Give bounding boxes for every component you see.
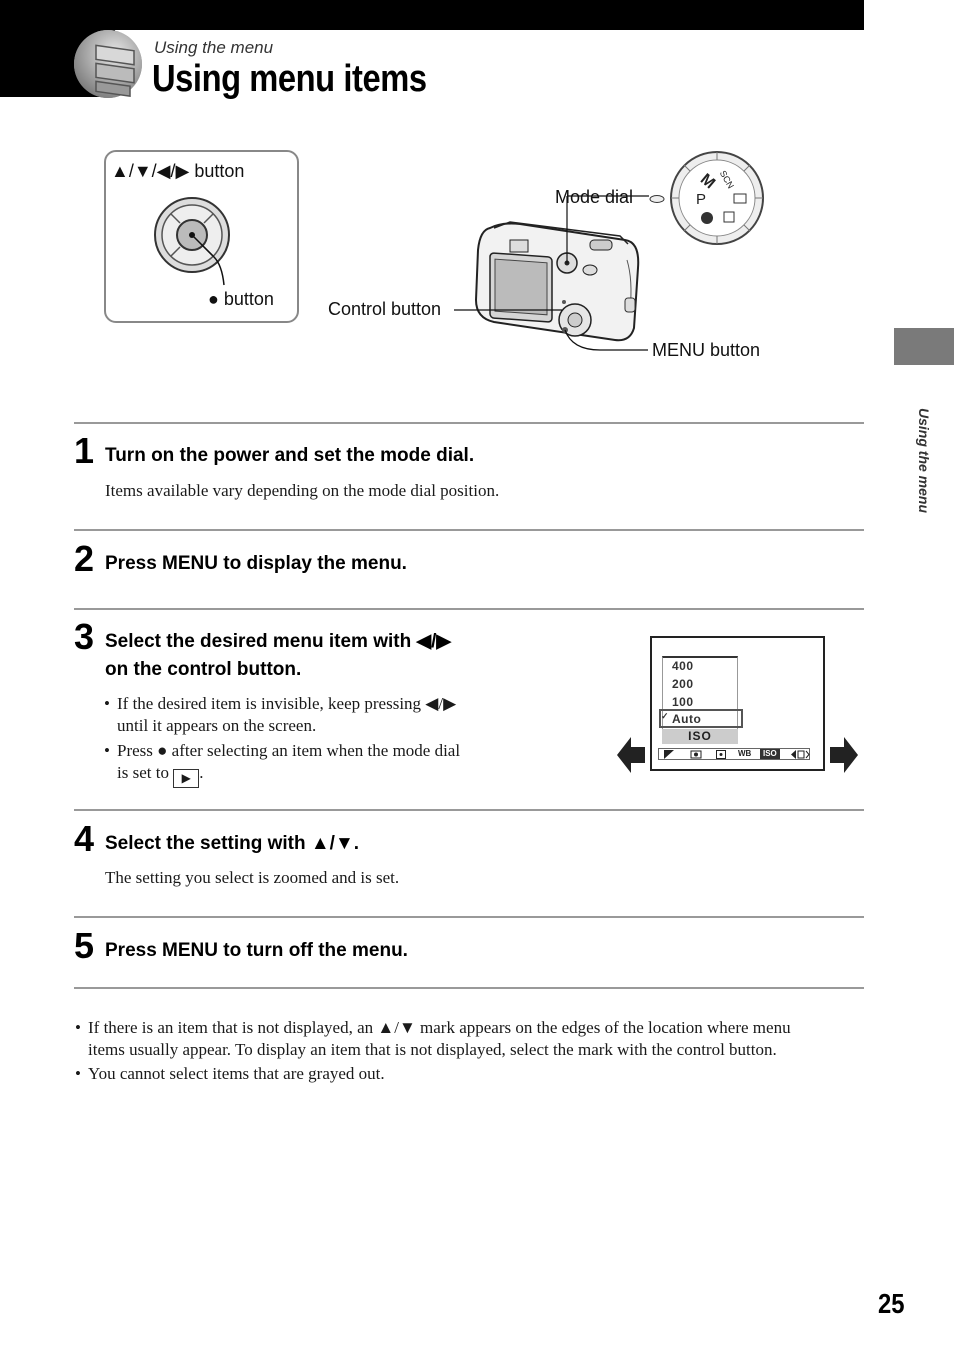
focus-icon xyxy=(690,750,702,759)
divider xyxy=(74,529,864,531)
side-tab-label: Using the menu xyxy=(916,408,932,514)
image-quality-icon xyxy=(791,750,810,759)
step-1-number: 1 xyxy=(74,430,95,471)
iso-options-list xyxy=(662,656,738,744)
note-line: items usually appear. To display an item… xyxy=(88,1040,777,1059)
control-button-label: Control button xyxy=(328,299,442,319)
page-title: Using menu items xyxy=(152,58,427,100)
exposure-icon xyxy=(664,750,674,759)
page-number: 25 xyxy=(878,1288,905,1319)
divider xyxy=(74,809,864,811)
note-item: • If there is an item that is not displa… xyxy=(75,1018,791,1059)
section-icon xyxy=(74,30,142,98)
side-tab-marker xyxy=(894,328,954,365)
divider xyxy=(74,608,864,610)
step-3-bullet: • If the desired item is invisible, keep… xyxy=(104,694,457,735)
dial-p-text: P xyxy=(696,191,706,208)
step-3-heading-line1: Select the desired menu item with ◀/▶ xyxy=(105,631,451,652)
divider xyxy=(74,987,864,989)
playback-icon: ▶ xyxy=(173,769,200,788)
header-band xyxy=(0,0,864,30)
step-5-heading: Press MENU to turn off the menu. xyxy=(105,940,408,961)
lcd-screen xyxy=(650,636,825,771)
bullet-line: Press ● after selecting an item when the… xyxy=(117,741,461,760)
metering-icon xyxy=(716,750,726,759)
check-icon: ✓ xyxy=(661,711,670,721)
menu-bar xyxy=(658,748,810,760)
step-3-bullet: • Press ● after selecting an item when t… xyxy=(104,740,461,788)
bullet-line: If the desired item is invisible, keep p… xyxy=(117,694,457,713)
menu-bar-item-active: ISO xyxy=(760,749,780,759)
iso-option: Auto xyxy=(672,712,702,726)
iso-selected-option xyxy=(659,709,743,728)
step-4-number: 4 xyxy=(74,818,95,859)
step-1-body: Items available vary depending on the mo… xyxy=(105,481,500,500)
menu-title: ISO xyxy=(662,729,738,744)
divider xyxy=(74,422,864,424)
step-3-number: 3 xyxy=(74,616,95,657)
step-4-body: The setting you select is zoomed and is … xyxy=(105,868,400,887)
note-item: • You cannot select items that are graye… xyxy=(75,1064,385,1083)
iso-option: 100 xyxy=(672,695,694,709)
step-2-number: 2 xyxy=(74,538,95,579)
bullet-line-pre: is set to xyxy=(117,763,169,782)
right-arrow-icon xyxy=(830,737,858,773)
arrow-button-label: ▲/▼/◀/▶ button xyxy=(111,161,245,181)
divider xyxy=(74,916,864,918)
menu-bar-item: WB xyxy=(738,749,752,758)
center-button-label: ● button xyxy=(208,289,274,309)
bullet-line: until it appears on the screen. xyxy=(117,716,317,735)
left-arrow-icon xyxy=(617,737,645,773)
menu-button-label: MENU button xyxy=(652,340,761,360)
control-pad-icon xyxy=(154,197,230,286)
step-4-heading: Select the setting with ▲/▼. xyxy=(105,833,360,854)
mode-dial-label: Mode dial xyxy=(555,187,634,207)
bullet-line-post: . xyxy=(199,763,204,782)
note-line: You cannot select items that are grayed … xyxy=(88,1064,385,1083)
note-line: If there is an item that is not displaye… xyxy=(88,1018,791,1037)
step-3-heading-line2: on the control button. xyxy=(105,659,302,680)
section-subtitle: Using the menu xyxy=(154,38,274,57)
control-button-callout xyxy=(104,150,299,323)
step-2-heading: Press MENU to display the menu. xyxy=(105,553,407,574)
camera-illustration: P M SCN xyxy=(454,151,764,351)
step-5-number: 5 xyxy=(74,925,95,966)
step-1-heading: Turn on the power and set the mode dial. xyxy=(105,445,475,466)
iso-option: 400 xyxy=(672,659,694,673)
iso-option: 200 xyxy=(672,677,694,691)
